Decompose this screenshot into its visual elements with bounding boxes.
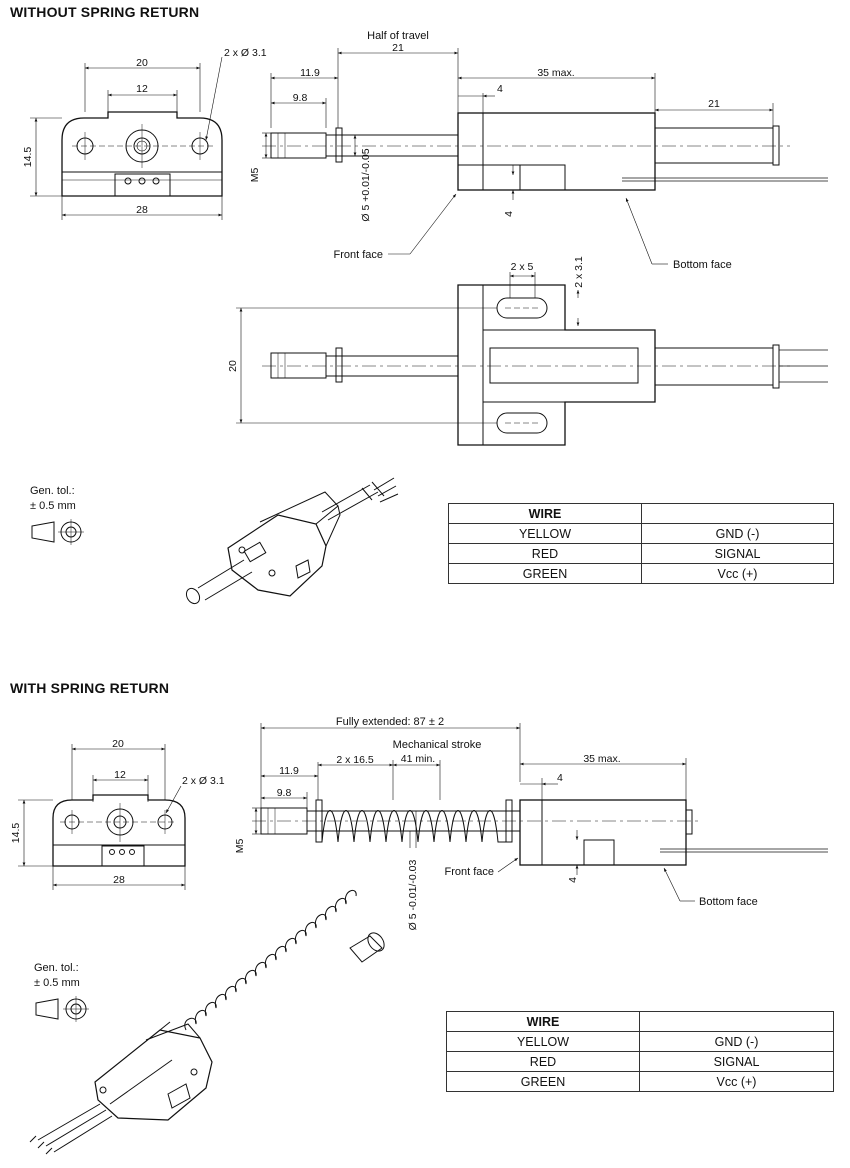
- tolerance-symbol-icon: [35, 996, 89, 1022]
- table-row: RED SIGNAL: [446, 1051, 834, 1072]
- front-face-label: Front face: [333, 249, 383, 261]
- half-travel-label: Half of travel: [367, 30, 429, 42]
- tolerance-block-top: Gen. tol.: ± 0.5 mm: [30, 484, 76, 514]
- wire-signal: SIGNAL: [639, 1051, 834, 1072]
- wire-signal: GND (-): [639, 1031, 834, 1052]
- wire-signal: SIGNAL: [641, 543, 834, 564]
- dim-spring-length: 2 x 16.5: [336, 754, 374, 766]
- side-view-with-spring: [252, 723, 828, 902]
- tolerance-block-bottom: Gen. tol.: ± 0.5 mm: [34, 961, 80, 991]
- dim-fully-extended: Fully extended: 87 ± 2: [336, 716, 444, 728]
- dim-diameter-5-spring: Ø 5 -0.01/-0.03: [407, 860, 419, 931]
- tolerance-label: Gen. tol.:: [34, 962, 79, 974]
- wire-color: RED: [448, 543, 642, 564]
- dim-holes-spring: 2 x Ø 3.1: [182, 775, 225, 787]
- dim-4-top-spring: 4: [557, 772, 563, 784]
- wire-color: RED: [446, 1051, 640, 1072]
- table-row: RED SIGNAL: [448, 543, 834, 564]
- wire-signal: GND (-): [641, 523, 834, 544]
- isometric-actuator-with-spring: [29, 889, 385, 1155]
- dim-width-inner: 12: [136, 83, 148, 95]
- wire-color: GREEN: [446, 1071, 640, 1092]
- dim-diameter-5: Ø 5 +0.01/-0.05: [360, 148, 372, 221]
- table-cell: [639, 1011, 834, 1032]
- tolerance-label: Gen. tol.:: [30, 485, 75, 497]
- mechanical-stroke-label: Mechanical stroke: [393, 739, 482, 751]
- bottom-face-label: Bottom face: [673, 259, 732, 271]
- tolerance-symbol-icon: [31, 519, 84, 545]
- wire-header: WIRE: [448, 503, 642, 524]
- front-view-with-spring: [18, 744, 186, 890]
- dim-width-outer: 20: [136, 57, 148, 69]
- table-row: WIRE: [448, 503, 834, 524]
- wire-color: YELLOW: [446, 1031, 640, 1052]
- dim-9-8: 9.8: [293, 92, 308, 104]
- dim-mechanical-stroke: 41 min.: [401, 753, 435, 765]
- table-row: WIRE: [446, 1011, 834, 1032]
- table-row: YELLOW GND (-): [446, 1031, 834, 1052]
- tolerance-value: ± 0.5 mm: [34, 977, 80, 989]
- section-title-without-spring: WITHOUT SPRING RETURN: [10, 4, 200, 20]
- side-view-without-spring: [262, 48, 828, 265]
- table-row: YELLOW GND (-): [448, 523, 834, 544]
- front-view-without-spring: [30, 56, 223, 220]
- section-title-with-spring: WITH SPRING RETURN: [10, 680, 170, 696]
- dim-4-top: 4: [497, 83, 503, 95]
- table-row: GREEN Vcc (+): [448, 563, 834, 584]
- plan-view-without-spring: [236, 272, 828, 446]
- wire-table-with-spring: WIRE YELLOW GND (-) RED SIGNAL GREEN Vcc…: [446, 1011, 834, 1092]
- front-face-label-spring: Front face: [444, 866, 494, 878]
- dim-4-bottom: 4: [503, 211, 515, 217]
- dim-m5: M5: [249, 168, 261, 183]
- dim-slot: 2 x 5: [511, 261, 534, 273]
- dim-height: 14.5: [22, 147, 34, 168]
- wire-color: YELLOW: [448, 523, 642, 544]
- wire-signal: Vcc (+): [639, 1071, 834, 1092]
- isometric-actuator-without-spring: [185, 477, 399, 605]
- wire-signal: Vcc (+): [641, 563, 834, 584]
- dim-m5-spring: M5: [234, 839, 246, 854]
- wire-color: GREEN: [448, 563, 642, 584]
- wire-header: WIRE: [446, 1011, 640, 1032]
- dim-height-spring: 14.5: [10, 823, 22, 844]
- dim-width-inner-spring: 12: [114, 769, 126, 781]
- dim-holes: 2 x Ø 3.1: [224, 47, 267, 59]
- dim-base-width: 28: [136, 204, 148, 216]
- bottom-face-label-spring: Bottom face: [699, 896, 758, 908]
- table-cell: [641, 503, 834, 524]
- tolerance-value: ± 0.5 mm: [30, 500, 76, 512]
- dim-half-travel: 21: [392, 42, 404, 54]
- dim-4-bottom-spring: 4: [567, 877, 579, 883]
- table-row: GREEN Vcc (+): [446, 1071, 834, 1092]
- dim-plan-height: 20: [227, 360, 239, 372]
- dim-width-outer-spring: 20: [112, 738, 124, 750]
- dim-35-max-spring: 35 max.: [583, 753, 620, 765]
- dim-21-right: 21: [708, 98, 720, 110]
- dim-9-8-spring: 9.8: [277, 787, 292, 799]
- dim-11-9: 11.9: [300, 67, 320, 79]
- dim-11-9-spring: 11.9: [279, 765, 299, 777]
- dim-slot-height: 2 x 3.1: [573, 256, 585, 288]
- dim-base-width-spring: 28: [113, 874, 125, 886]
- dim-35-max: 35 max.: [537, 67, 574, 79]
- wire-table-without-spring: WIRE YELLOW GND (-) RED SIGNAL GREEN Vcc…: [448, 503, 834, 584]
